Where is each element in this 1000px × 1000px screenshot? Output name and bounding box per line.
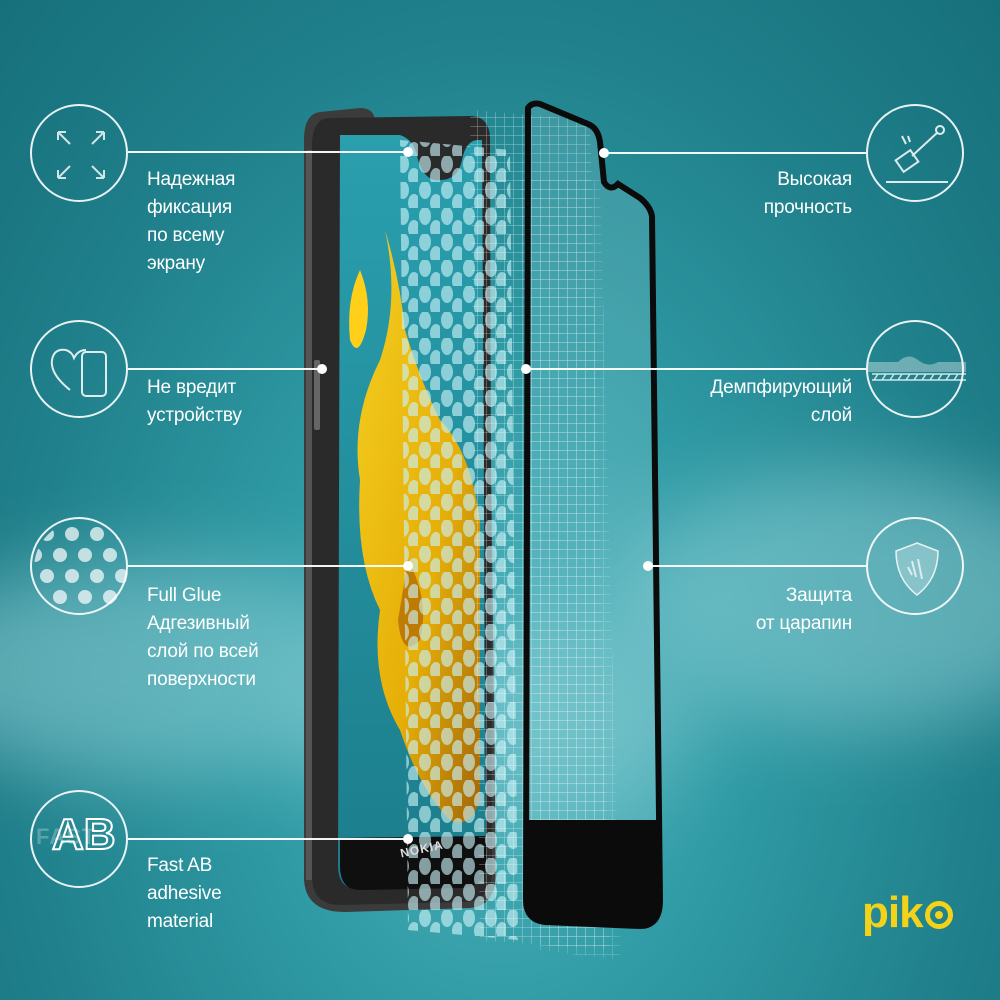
callout-dot [403,834,413,844]
logo-text: pik [862,888,924,937]
heart-phone-icon [30,320,128,418]
callout-dot [643,561,653,571]
expand-arrows-icon [30,104,128,202]
connector-line [128,368,323,370]
fast-ab-icon: FAST AB [30,790,128,888]
callout-dot [317,364,327,374]
connector-line [648,565,866,567]
ab-text: AB [51,809,117,860]
connector-line [128,151,408,153]
feature-label-full-glue: Full Glue Адгезивный слой по всей поверх… [147,585,259,690]
feature-label-scratch: Защита от царапин [755,585,852,634]
shield-icon [866,517,964,615]
feature-label-fixation: Надежная фиксация по всему экрану [147,169,236,274]
callout-dot [599,148,609,158]
feature-label-fast-ab: Fast AB adhesive material [147,855,222,932]
tempered-glass [522,100,664,930]
piko-logo: pik [862,888,953,938]
dot-pattern-icon [30,517,128,615]
feature-label-strength: Высокая прочность [763,169,852,218]
connector-line [128,565,408,567]
callout-dot [403,561,413,571]
callout-dot [521,364,531,374]
connector-line [604,152,866,154]
fast-watermark: FAST [36,824,97,849]
connector-line [526,368,866,370]
feature-label-damping: Демпфирующий слой [710,377,852,426]
hammer-icon [866,104,964,202]
connector-line [128,838,408,840]
logo-o-icon [924,901,953,929]
callout-dot [403,147,413,157]
feature-label-safe-device: Не вредит устройству [147,377,242,426]
mesh-layer [470,110,620,960]
damping-layer-icon [866,320,966,418]
